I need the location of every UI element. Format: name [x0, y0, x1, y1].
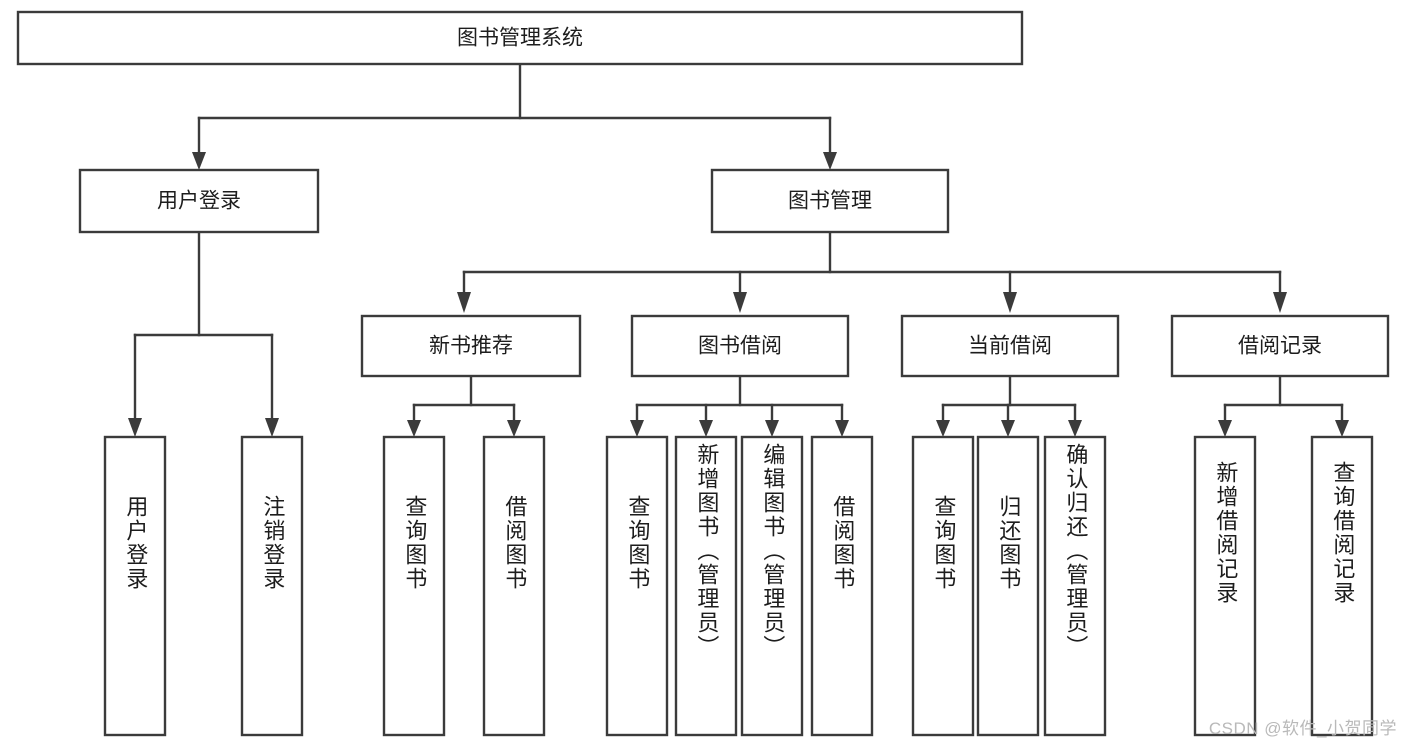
node-root-label: 图书管理系统: [457, 27, 583, 50]
node-current-borrow[interactable]: 当前借阅: [900, 314, 1120, 378]
connector-bookmgmt-to-level3: [457, 230, 1287, 313]
connector-current-to-leaves: [936, 374, 1082, 437]
node-user-login-label: 用户登录: [157, 190, 241, 213]
node-book-management-label: 图书管理: [788, 190, 872, 213]
leaf-box-query-book-1[interactable]: [382, 435, 446, 737]
leaf-box-add-book[interactable]: [674, 435, 738, 737]
node-borrow-record-label: 借阅记录: [1238, 335, 1322, 358]
node-user-login[interactable]: 用户登录: [78, 168, 320, 234]
leaf-box-borrow-book-1[interactable]: [482, 435, 546, 737]
node-new-book-recommend[interactable]: 新书推荐: [360, 314, 582, 378]
node-borrow-record[interactable]: 借阅记录: [1170, 314, 1390, 378]
node-book-borrow[interactable]: 图书借阅: [630, 314, 850, 378]
connector-userlogin-to-leaves: [128, 230, 279, 437]
connector-newbook-to-leaves: [407, 374, 521, 437]
node-new-book-recommend-label: 新书推荐: [429, 335, 513, 358]
leaf-box-user-login[interactable]: [103, 435, 167, 737]
node-book-management[interactable]: 图书管理: [710, 168, 950, 234]
leaf-box-confirm-return[interactable]: [1043, 435, 1107, 737]
leaf-box-return-book[interactable]: [976, 435, 1040, 737]
leaf-box-query-book-2[interactable]: [605, 435, 669, 737]
node-current-borrow-label: 当前借阅: [968, 335, 1052, 358]
node-root[interactable]: 图书管理系统: [16, 10, 1024, 66]
leaf-box-borrow-book-2[interactable]: [810, 435, 874, 737]
leaf-box-query-book-3[interactable]: [911, 435, 975, 737]
node-book-borrow-label: 图书借阅: [698, 335, 782, 358]
connector-root-to-level2: [192, 62, 837, 170]
csdn-watermark: CSDN @软件_小贺同学: [1208, 719, 1397, 738]
leaf-box-add-record[interactable]: [1193, 435, 1257, 737]
leaf-box-edit-book[interactable]: [740, 435, 804, 737]
connector-borrow-to-leaves: [630, 374, 849, 437]
leaf-box-query-record[interactable]: [1310, 435, 1374, 737]
connector-record-to-leaves: [1218, 374, 1349, 437]
leaf-box-logout[interactable]: [240, 435, 304, 737]
